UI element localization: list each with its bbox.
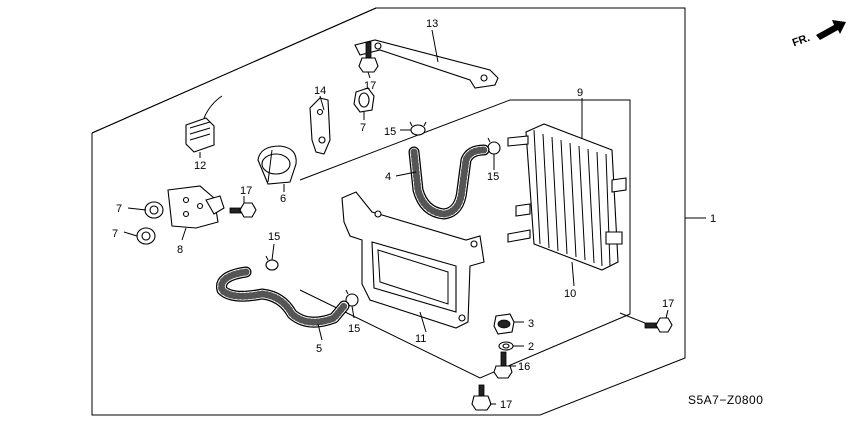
bracket-part-11	[341, 191, 485, 329]
clip-part-7-left-lower	[136, 227, 156, 245]
bolt-part-17-right	[644, 317, 673, 333]
callout-5: 5	[316, 343, 322, 355]
callout-11: 11	[415, 333, 426, 345]
callout-12: 12	[194, 160, 206, 172]
clip-part-7-left-upper	[144, 201, 164, 219]
bolt-part-17-bottom	[471, 384, 492, 411]
callout-17-bottom: 17	[500, 399, 512, 411]
inner-outline	[299, 99, 631, 379]
diagram-code: S5A7−Z0800	[688, 393, 763, 407]
callout-1: 1	[710, 213, 716, 225]
oil-cooler-part-10	[507, 123, 627, 271]
bracket-part-8	[167, 185, 225, 229]
front-direction-arrow-icon	[816, 20, 846, 40]
clamp-part-6	[257, 145, 297, 185]
clip-part-7-upper	[353, 87, 375, 113]
front-direction-label: FR.	[791, 32, 812, 49]
callout-13: 13	[426, 18, 438, 30]
callout-17-right: 17	[662, 298, 674, 310]
callout-7-left-lower: 7	[112, 228, 118, 240]
hose-part-4	[408, 144, 490, 220]
callout-14: 14	[314, 85, 326, 97]
callout-16: 16	[518, 361, 530, 373]
hose-clip-part-15-b	[487, 137, 501, 155]
rubber-mount-part-3	[493, 313, 515, 335]
bolt-part-17-upper	[358, 41, 379, 73]
hose-clip-part-15-a	[409, 121, 427, 136]
callout-17-upper: 17	[364, 80, 376, 92]
callout-17-middle: 17	[240, 185, 252, 197]
callout-15-d: 15	[348, 323, 360, 335]
callout-9: 9	[577, 87, 583, 99]
callout-7-upper: 7	[360, 122, 366, 134]
leader-lines	[123, 29, 706, 405]
callout-15-a: 15	[384, 126, 396, 138]
callout-4: 4	[385, 171, 391, 183]
bracket-part-14	[309, 97, 331, 155]
callout-15-b: 15	[487, 171, 499, 183]
pad-part-12	[185, 95, 223, 153]
assembly-outline-top-diagonal	[91, 7, 377, 134]
callout-6: 6	[280, 193, 286, 205]
callout-7-left-upper: 7	[116, 203, 122, 215]
callout-3: 3	[528, 318, 534, 330]
callout-2: 2	[528, 341, 534, 353]
hose-part-5	[216, 266, 350, 328]
callout-8: 8	[177, 244, 183, 256]
callout-15-c: 15	[268, 231, 280, 243]
callout-10: 10	[564, 288, 576, 300]
collar-part-2	[498, 341, 514, 351]
bolt-part-17-middle	[229, 202, 257, 218]
